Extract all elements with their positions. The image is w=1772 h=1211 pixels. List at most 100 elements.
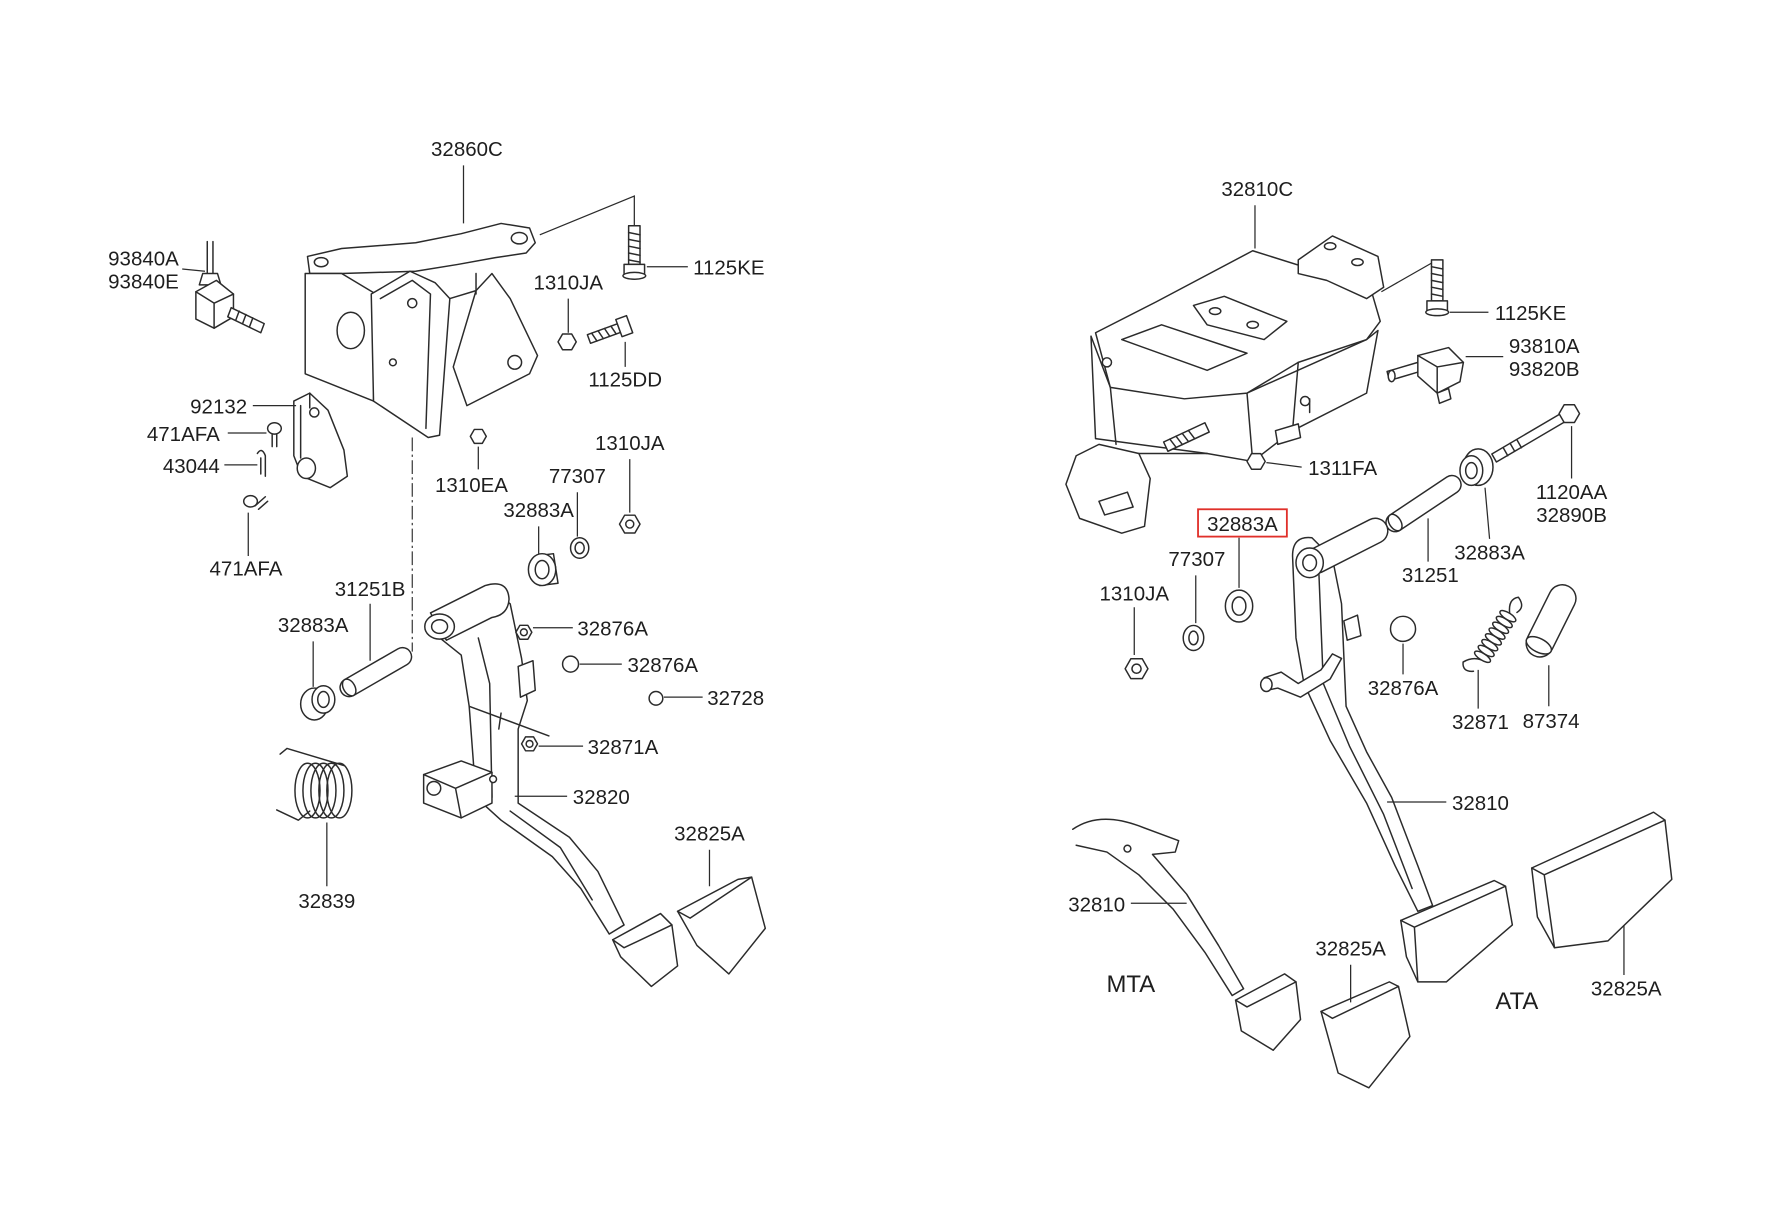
switch-stem-end — [1387, 369, 1396, 383]
bolt-shaft — [627, 224, 641, 266]
bushing-bore — [534, 559, 550, 580]
bracket-small-hole — [388, 358, 398, 367]
label-left-switch-a: 93840A — [108, 248, 179, 271]
slot-hole — [1246, 320, 1260, 329]
right-spring-32871 — [1462, 596, 1523, 673]
label-right-bolt-long: 1120AA — [1536, 481, 1608, 504]
sleeve-end — [1525, 635, 1553, 655]
label-left-nut-ea: 1310EA — [435, 474, 508, 497]
left-bolt-1125ke — [622, 224, 647, 280]
bolt-threads — [590, 325, 617, 342]
bracket-inner-opening — [1120, 324, 1248, 372]
bushing-bore — [1464, 461, 1478, 480]
arm-bracket — [1263, 653, 1343, 698]
washer-inner — [1188, 630, 1199, 646]
clevis-edge — [422, 771, 493, 819]
bolt-threads — [1430, 265, 1444, 298]
bolt-head — [266, 421, 283, 435]
label-left-bolt-side: 1125DD — [588, 368, 662, 391]
stop-lamp-switch-right — [1386, 346, 1465, 405]
nut-hole — [1131, 663, 1142, 674]
pedal-pad-mta-arm — [1234, 973, 1302, 1051]
pin-body — [339, 646, 413, 698]
stopper-32876a-upper — [515, 624, 533, 640]
stop-lamp-switch-left — [195, 240, 265, 334]
spring-coil — [294, 762, 321, 819]
pad-edge — [1234, 981, 1297, 1008]
stopper-nut-32871a — [520, 736, 539, 752]
pedal-pad-ata-arm — [1400, 879, 1514, 983]
assembly-guide-line — [1381, 259, 1438, 293]
pin-end — [341, 678, 357, 697]
pedal-pad-on-arm — [611, 912, 679, 988]
left-bolt-471afa-upper — [266, 421, 283, 448]
left-nut-top — [557, 333, 577, 351]
label-right-pin: 31251 — [1402, 564, 1459, 587]
label-left-spring: 32839 — [298, 890, 355, 913]
bracket-stud — [1259, 677, 1273, 693]
pad-edge — [1400, 885, 1507, 983]
pedal-arm-channel — [477, 637, 593, 901]
tab-hole — [1351, 257, 1364, 267]
bracket-stud — [1162, 421, 1210, 453]
label-left-pin: 31251B — [335, 578, 406, 601]
bracket-plate-edge — [379, 279, 432, 430]
label-right-bushing: 32883A — [1454, 541, 1525, 564]
pivot-eye-bore — [1302, 554, 1318, 572]
clevis-pin-hole — [488, 775, 498, 784]
right-washer-77307 — [1182, 624, 1205, 652]
bracket-top-tab — [1297, 235, 1385, 300]
tab-hole — [1323, 242, 1337, 251]
label-right-switch-b: 93820B — [1509, 358, 1580, 381]
label-left-pedal-arm: 32820 — [573, 786, 630, 809]
label-left-cap: 32728 — [707, 687, 764, 710]
label-variant-ata: ATA — [1495, 988, 1538, 1015]
spring-coil — [326, 762, 353, 819]
bracket-wall-hole — [336, 311, 366, 350]
bushing-bore — [1231, 596, 1247, 616]
cross-line — [468, 705, 550, 737]
cap-32728 — [648, 690, 664, 706]
label-left-switch-e: 93840E — [108, 270, 179, 293]
left-nut-1310ea — [469, 428, 488, 445]
pedal-pad-ata — [1530, 811, 1673, 949]
spring-coil — [318, 762, 345, 819]
label-left-bolt-a: 471AFA — [147, 423, 220, 446]
right-pedal-bracket — [1065, 235, 1385, 534]
pedal-arm-channel — [1318, 568, 1413, 890]
label-left-clip: 43044 — [163, 455, 220, 478]
left-bushing-left — [299, 685, 336, 721]
left-washer-77307 — [569, 537, 590, 559]
label-left-stopper-b: 32876A — [627, 654, 698, 677]
switch-cable — [206, 240, 214, 275]
spring-coil — [302, 762, 329, 819]
bracket-edge — [449, 272, 477, 300]
pedal-arm-body — [1072, 818, 1245, 997]
arm-tab — [1343, 614, 1362, 641]
label-left-stopper-a: 32876A — [577, 618, 648, 641]
pad-body — [676, 876, 767, 975]
pivot-tube-bore — [430, 618, 449, 635]
label-right-nut-fa: 1311FA — [1308, 457, 1377, 480]
label-right-bracket: 32810C — [1221, 178, 1293, 201]
switch-bracket-plate — [293, 392, 349, 489]
label-right-pedal-arm-mta: 32810 — [1068, 893, 1125, 916]
nut-hole — [625, 519, 635, 529]
bolt-head — [615, 314, 634, 338]
plate-bushing — [296, 457, 317, 480]
bolt-threads — [627, 231, 641, 263]
switch-body-edge — [195, 291, 235, 329]
pad-edge — [1530, 819, 1666, 949]
label-right-pad-mta: 32825A — [1315, 938, 1386, 961]
plate-hole — [309, 407, 320, 418]
spring-coil — [310, 762, 337, 819]
spring-hook — [1508, 596, 1523, 615]
bracket-hole — [1299, 395, 1311, 407]
right-nut-1310ja — [1124, 658, 1149, 680]
bolt-stem — [271, 433, 278, 448]
right-pin-31251 — [1385, 474, 1462, 533]
clevis — [422, 760, 493, 819]
brake-pedal-arm-ata — [1259, 517, 1514, 983]
spring-hook — [1462, 657, 1482, 673]
